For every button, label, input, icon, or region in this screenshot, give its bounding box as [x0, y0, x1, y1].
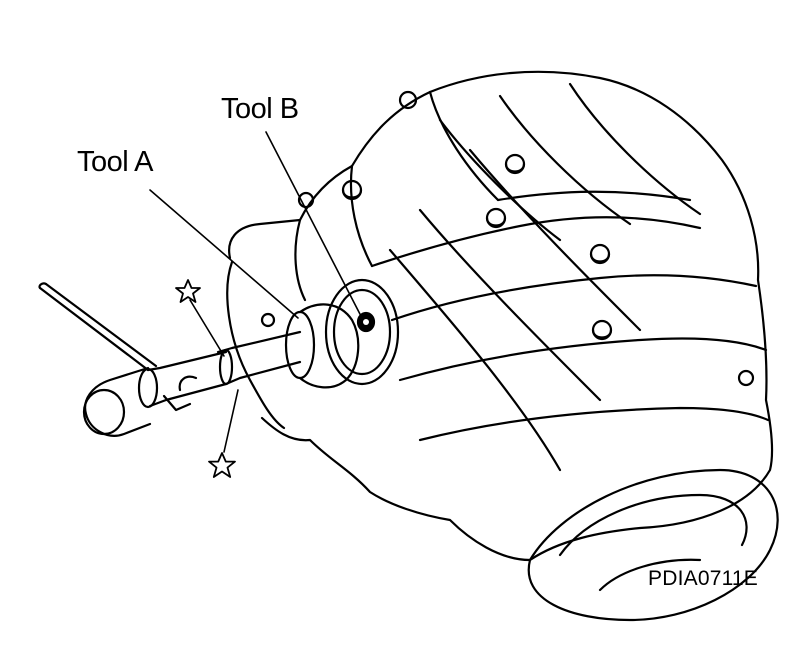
callout-leaders [149, 131, 363, 453]
star-marker-lower [208, 452, 236, 478]
star-marker-upper [175, 279, 201, 303]
tool-b-label: Tool B [221, 93, 299, 125]
bolt-bosses [260, 90, 755, 387]
figure-code: PDIA0711E [648, 567, 758, 590]
tool-a-label: Tool A [77, 146, 154, 178]
seal-housing [226, 260, 400, 430]
case-housing [228, 70, 779, 622]
tool-b-drift [284, 303, 360, 389]
tool-a-drift [38, 282, 302, 437]
